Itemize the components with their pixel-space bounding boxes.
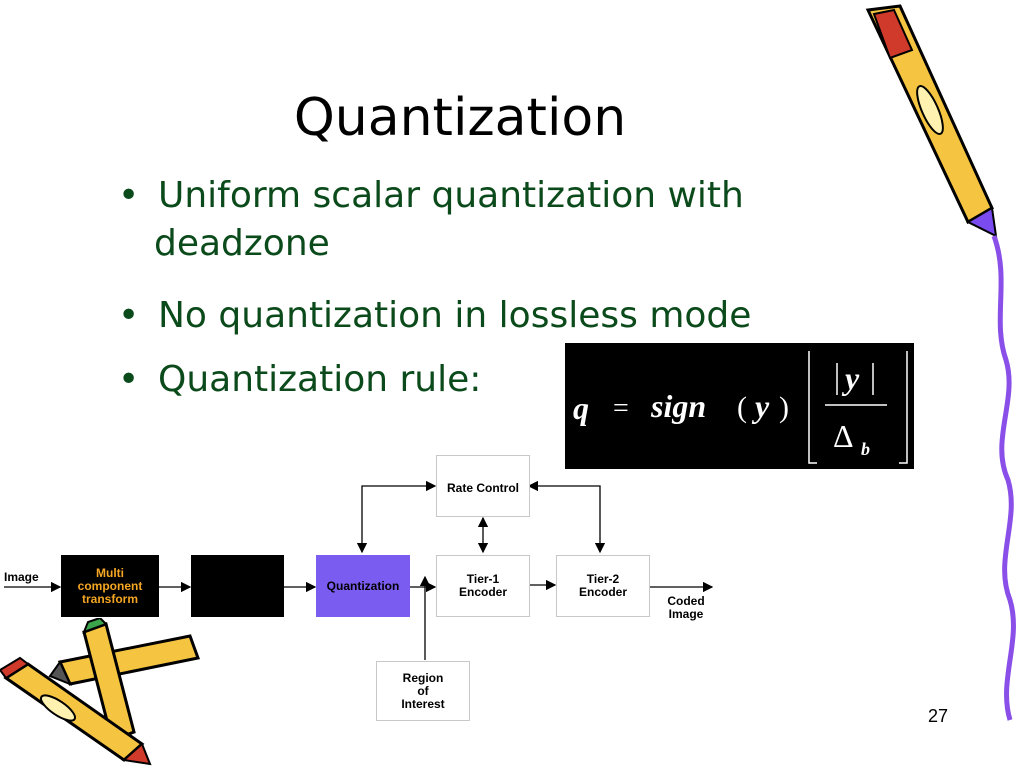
pencil-decoration-right [865,4,1016,721]
formula-rparen: ) [779,391,789,424]
bullet-uniform-scalar: • Uniform scalar quantization with deadzo… [118,172,744,268]
block-text: Multi [96,565,124,580]
formula-q: q [573,390,589,426]
formula-lparen: ( [737,391,747,424]
formula-strokes [808,351,908,464]
pencil-bottom-left-2 [82,618,136,742]
wavelet-transform-block [191,555,284,617]
bullet-text-continued: deadzone [154,223,330,264]
tier2-encoder-block: Tier-2 Encoder [556,555,650,617]
block-text: of [417,683,429,698]
bullet-text: No quantization in lossless mode [158,295,752,336]
bullet-quantization-rule: • Quantization rule: [118,356,481,404]
floor-bracket-left [808,351,817,464]
formula-y: y [751,388,770,424]
floor-bracket-right [899,351,908,464]
quantization-block: Quantization [316,555,410,617]
block-text: Encoder [458,585,507,599]
bullet-dot: • [118,175,140,216]
input-image-label: Image [4,570,39,584]
bullet-no-quantization: • No quantization in lossless mode [118,292,751,340]
arrow-ratecontrol-tier2 [527,480,606,554]
block-text: transform [81,591,138,606]
formula-subscript-b: b [861,439,870,459]
bullet-dot: • [118,295,140,336]
arrow-ratecontrol-quantization [356,480,437,554]
tier1-encoder-block: Tier-1 Encoder [436,555,530,617]
diagram-connectors [4,480,714,660]
block-text: Rate Control [447,481,519,495]
pencil-top-right [865,4,998,238]
formula-equals: = [613,393,629,424]
formula-numerator-y: y [841,360,860,396]
region-of-interest-block: Region of Interest [376,661,470,721]
block-text: Region [402,670,444,685]
bullet-text: Quantization rule: [158,359,482,400]
slide-title: Quantization [293,88,627,148]
label-text: Image [668,607,704,621]
bullet-dot: • [118,359,140,400]
label-text: Coded [667,594,705,608]
block-text: Tier-2 [586,572,620,586]
pencil-decoration-left [0,618,201,766]
coded-image-label: Coded Image [658,595,714,621]
block-text: Tier-1 [466,572,500,586]
page-number: 27 [928,706,949,726]
quantization-formula: q = sign ( y ) y Δ b [565,343,914,469]
squiggle-line-icon [991,235,1016,721]
multi-component-transform-block: Multi component transform [61,555,159,617]
formula-delta: Δ [833,418,854,454]
rate-control-block: Rate Control [436,455,530,517]
block-text: component [77,578,143,593]
block-text: Encoder [578,585,627,599]
pencil-bottom-left-3 [0,656,152,766]
formula-sign: sign [650,388,706,424]
bullet-text: Uniform scalar quantization with [158,175,744,216]
pencil-bottom-left-1 [48,634,201,686]
block-text: Interest [401,696,445,711]
formula-svg: q = sign ( y ) y Δ b [573,351,908,464]
